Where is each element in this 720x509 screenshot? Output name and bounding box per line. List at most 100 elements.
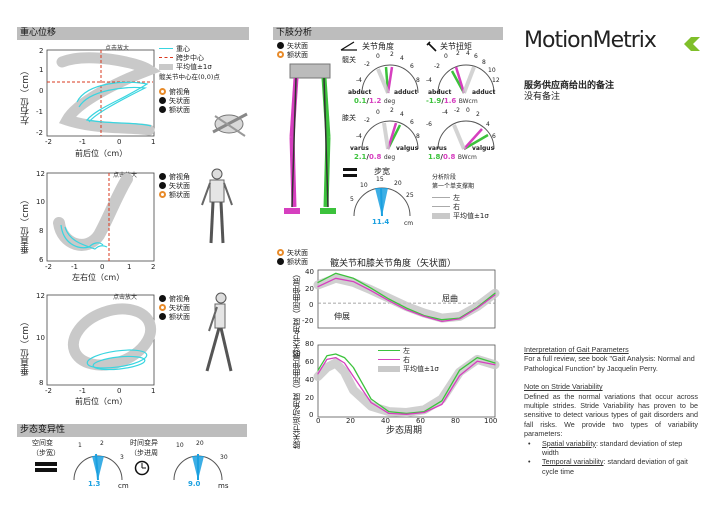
hip-moment-unit: BWcm — [458, 98, 478, 105]
view-frontal[interactable]: 额状面 — [169, 105, 190, 114]
gauge-tick: 6 — [410, 63, 414, 70]
gauge-tick: 2 — [390, 107, 394, 114]
radio-icon[interactable] — [277, 258, 284, 265]
knee-label: 膝关 — [342, 114, 356, 122]
series-line — [317, 272, 496, 321]
gauge-tick: 2 — [100, 440, 104, 447]
step-width-title: 步宽 — [374, 167, 390, 176]
xtick: -1 — [79, 387, 86, 395]
gauge-tick: -4 — [426, 77, 432, 84]
view-selector: 俯视角 矢状面 额状面 — [159, 172, 190, 199]
gauge-tick: 4 — [486, 121, 490, 128]
knee-xtick: 40 — [381, 417, 390, 425]
stride-title: Note on Stride Variability — [524, 382, 603, 392]
view-top[interactable]: 俯视角 — [169, 172, 190, 181]
cog-panel-middle[interactable]: 点击放大 垂直位（cm） 12 10 8 6 -2 -1 0 1 2 左右位（c… — [17, 165, 249, 283]
gauge-tick: 12 — [492, 77, 500, 84]
hip-adduct-label: adduct — [394, 89, 418, 96]
legend-swatch-step — [159, 57, 173, 58]
xtick: -2 — [45, 138, 52, 146]
xtick: -1 — [79, 138, 86, 146]
radio-icon[interactable] — [277, 42, 284, 49]
cog-plot-top — [46, 49, 161, 137]
radio-icon[interactable] — [159, 173, 166, 180]
view-frontal[interactable]: 额状面 — [287, 257, 308, 266]
zoom-hint[interactable]: 点击放大 — [105, 45, 130, 52]
brand-mark-icon — [684, 37, 700, 51]
joint-moment-block: 关节扭矩 -4 -2 0 2 4 6 8 10 12 abduct adduct… — [424, 41, 506, 161]
gauge-tick: -6 — [426, 121, 432, 128]
bullet-temporal-term: Temporal variability — [542, 457, 604, 467]
interp-title: Interpretation of Gait Parameters — [524, 345, 629, 354]
legs-skeleton-icon — [284, 63, 336, 214]
knee-ytick: 20 — [305, 394, 314, 402]
series-line — [317, 356, 496, 415]
bullet-spatial-term: Spatial variability — [542, 438, 596, 448]
knee-moment-gauge — [437, 120, 495, 151]
legend-swatch-right — [378, 358, 400, 361]
stride-text: Defined as the normal variations that oc… — [524, 391, 698, 439]
temporal-variability-gauge — [173, 454, 223, 481]
moment-varus-label: varus — [428, 145, 447, 152]
radio-icon[interactable] — [159, 97, 166, 104]
view-sagittal[interactable]: 矢状面 — [169, 96, 190, 105]
radio-icon[interactable] — [159, 88, 166, 95]
cog-panel-top[interactable]: 点击放大 左右位（cm） 2 1 0 -1 -2 -2 -1 0 1 前后位（c… — [17, 42, 249, 160]
radio-icon[interactable] — [159, 191, 166, 198]
cog-plot-bottom — [46, 294, 157, 386]
gauge-tick: 6 — [492, 133, 496, 140]
radio-icon[interactable] — [159, 182, 166, 189]
spatial-variability-gauge — [73, 453, 123, 481]
phase-legend-title: 分析阶段 — [432, 174, 457, 181]
ytick: -2 — [36, 129, 43, 137]
x-axis-label: 左右位（cm） — [72, 273, 125, 282]
footprint-icon — [343, 168, 357, 177]
knee-xtick: 0 — [316, 417, 321, 425]
hip-angle-right-value: 1.2 — [368, 97, 382, 105]
radio-icon[interactable] — [159, 295, 166, 302]
ytick: 12 — [36, 170, 45, 178]
radio-icon[interactable] — [277, 249, 284, 256]
series-line — [317, 353, 496, 415]
gauge-tick: 8 — [416, 77, 420, 84]
view-frontal[interactable]: 额状面 — [169, 312, 190, 321]
legend-com: 重心 — [176, 44, 190, 53]
view-selector: 俯视角 矢状面 额状面 — [159, 294, 190, 321]
view-frontal[interactable]: 额状面 — [287, 50, 308, 59]
angle-icon — [340, 41, 357, 51]
moment-abduct-label: abduct — [428, 89, 452, 96]
skeleton-side-view-icon — [205, 292, 233, 372]
cog-legend: 重心 跨步中心 平均值±1σ 髋关节中心在(0,0)点 — [159, 44, 249, 81]
legend-band: 平均值±1σ — [453, 211, 489, 220]
gauge-tick: -4 — [356, 77, 362, 84]
lower-limb-section-header: 下肢分析 — [273, 27, 503, 40]
zoom-hint[interactable]: 点击放大 — [113, 294, 138, 301]
xtick: 1 — [127, 263, 132, 271]
moment-valgus-label: valgus — [472, 145, 495, 152]
legend-swatch-band — [432, 212, 450, 219]
view-sagittal[interactable]: 矢状面 — [169, 303, 190, 312]
hip-flexion-label: 屈曲 — [442, 294, 458, 303]
view-top[interactable]: 俯视角 — [169, 87, 190, 96]
ytick: 10 — [36, 198, 45, 206]
notes-panel: Interpretation of Gait Parameters For a … — [524, 345, 698, 476]
gauge-tick: 10 — [176, 442, 184, 449]
view-sagittal[interactable]: 矢状面 — [169, 181, 190, 190]
view-sagittal[interactable]: 矢状面 — [287, 41, 308, 50]
view-frontal[interactable]: 额状面 — [169, 190, 190, 199]
gauge-tick: -2 — [364, 61, 370, 68]
gauge-tick: -2 — [364, 117, 370, 124]
knee-xtick: 60 — [416, 417, 425, 425]
spatial-variability-label: 空间变 — [32, 439, 53, 447]
radio-icon[interactable] — [277, 51, 284, 58]
view-top[interactable]: 俯视角 — [169, 294, 190, 303]
series-line — [317, 277, 496, 323]
radio-icon[interactable] — [159, 313, 166, 320]
cog-panel-bottom[interactable]: 点击放大 垂直位（cm） 12 10 8 -2 -1 0 1 前后位（cm） 俯… — [17, 287, 249, 409]
ytick: 1 — [39, 66, 44, 74]
radio-icon[interactable] — [159, 106, 166, 113]
xtick: 2 — [151, 263, 156, 271]
radio-icon[interactable] — [159, 304, 166, 311]
view-sagittal[interactable]: 矢状面 — [287, 248, 308, 257]
legend-left: 左 — [403, 346, 410, 355]
